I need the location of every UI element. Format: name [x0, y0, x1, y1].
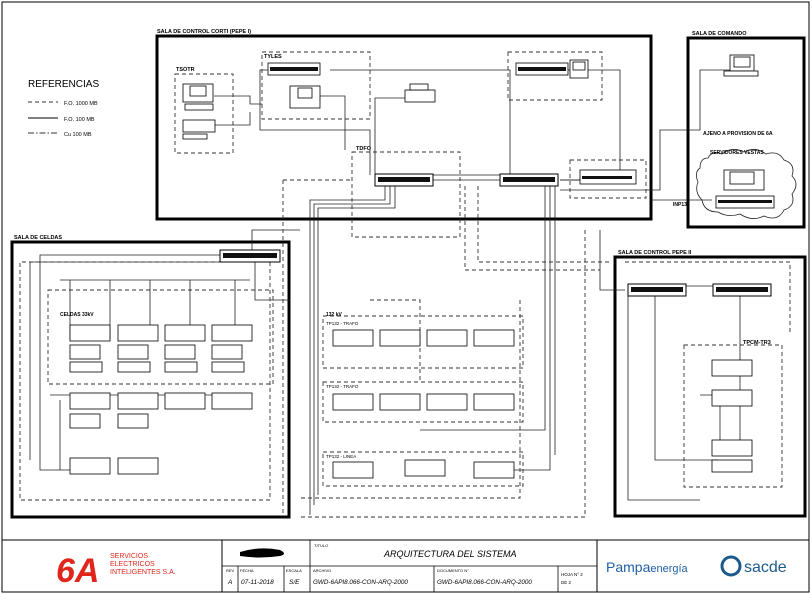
room-celdas-label: SALA DE CELDAS [14, 235, 62, 241]
cabinet-celdas-33kv-label: CELDAS 33kV [60, 312, 94, 318]
escala-label: ESCALA [286, 568, 302, 573]
cabinet-server [569, 159, 647, 199]
sacde-logo: sacde [744, 559, 787, 576]
rev-value: A [227, 579, 232, 586]
ajeno-label: AJENO A PROVISION DE 6A [703, 131, 773, 137]
cabinet-132kv-label: 132 kV [326, 312, 343, 318]
legend-title: REFERENCIAS [28, 79, 99, 90]
room-control-corti-label: SALA DE CONTROL CORTI (PEPE I) [157, 29, 251, 35]
documento-label: DOCUMENTO N° [437, 568, 469, 573]
room-control-pepe2-label: SALA DE CONTROL PEPE II [618, 250, 692, 256]
cabinet-132kv [322, 315, 524, 369]
rev-label: REV [226, 568, 235, 573]
hoja-label: HOJA N° 2 [561, 572, 583, 577]
room-comando [686, 36, 806, 229]
titulo-label: TITULO [314, 543, 328, 548]
company-logo: 6A [56, 552, 99, 590]
cabinet-tpcm-tr3 [683, 344, 783, 488]
archivo-label: ARCHIVO [313, 568, 331, 573]
documento-value: GWD-6API8.066-CON-ARQ-2000 [437, 579, 532, 586]
legend-fo-100: F.O. 100 MB [64, 117, 95, 123]
cabinet-celdas-33kv [47, 289, 274, 385]
cabinet-tp132-3 [322, 451, 524, 487]
cabinet-tyles [261, 51, 371, 120]
legend-fo-1000: F.O. 1000 MB [64, 101, 98, 107]
legend: REFERENCIAS F.O. 1000 MB F.O. 100 MB Cu … [28, 79, 99, 138]
escala-value: S/E [289, 579, 300, 586]
cabinet-tdfo-label: TDFO [356, 146, 372, 152]
cabinet-tyles-label: TYLES [264, 54, 282, 60]
hoja-value: DE 2 [561, 580, 572, 585]
room-comando-label: SALA DE COMANDO [692, 31, 747, 37]
inp13-label: INP13 [673, 202, 687, 208]
vestas-cloud [696, 149, 797, 219]
devices [69, 54, 775, 479]
legend-cu-100: Cu 100 MB [64, 132, 92, 138]
cabinet-tsotr-label: TSOTR [176, 67, 195, 73]
cabinet-tp132-3-label: TP132 - LINEA [326, 454, 356, 459]
signature [240, 548, 284, 558]
pampa-logo: Pampaenergía [606, 559, 689, 575]
room-control-pepe2 [613, 255, 807, 518]
cabinet-tsotr [174, 73, 234, 154]
fecha-value: 07-11-2018 [241, 579, 274, 586]
cabinet-tp132-2-label: TP132 - TRAFO [326, 384, 359, 389]
titulo-value: ARQUITECTURA DEL SISTEMA [383, 549, 517, 559]
sacde-icon [720, 555, 742, 577]
fecha-label: FECHA [240, 568, 254, 573]
cabinet-tdfo [351, 151, 461, 238]
archivo-value: GWD-6API8.066-CON-ARQ-2000 [313, 579, 408, 586]
cabinet-tp132-2 [322, 381, 524, 423]
network-wires [19, 69, 791, 518]
room-control-corti [155, 34, 653, 221]
cabinet-tyles-2 [507, 51, 603, 101]
vestas-cloud-label: SERVIDORES VESTAS [710, 150, 764, 156]
cabinet-tp132-1-label: TP132 - TRAFO [326, 321, 359, 326]
room-celdas [10, 240, 291, 519]
cabinet-tpcm-tr3-label: TPCM-TR3 [743, 340, 771, 346]
